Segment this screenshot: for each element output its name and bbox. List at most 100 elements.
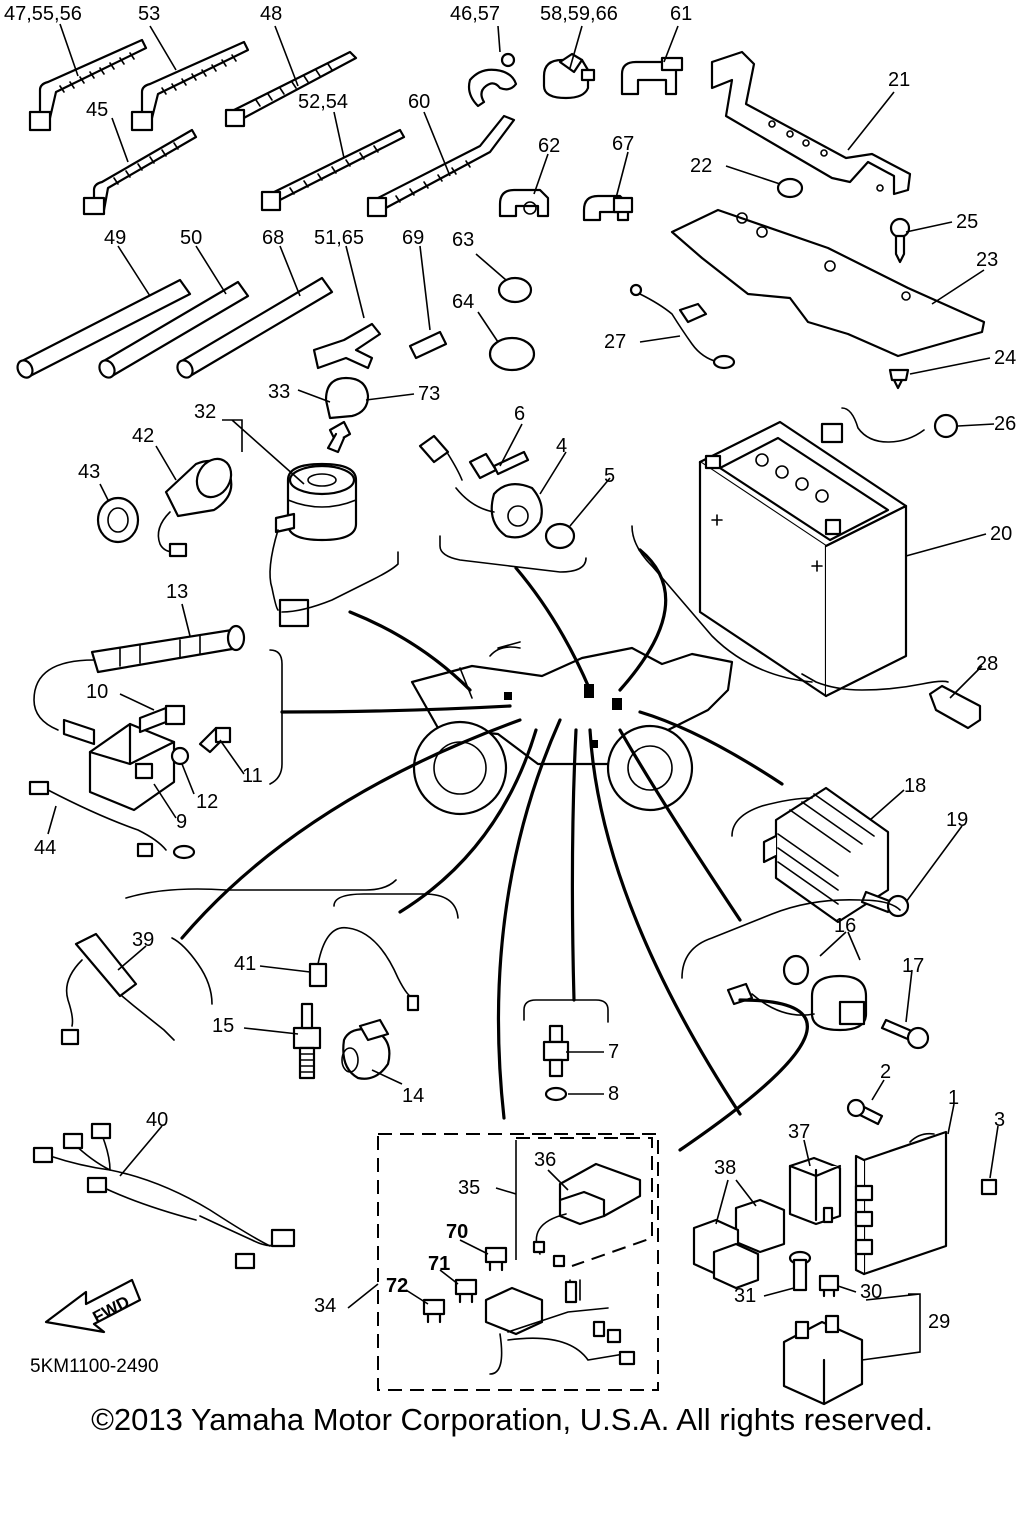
callout-37: 37 <box>788 1121 811 1143</box>
fuse-70 <box>484 1246 508 1272</box>
tube-joint-51-65 <box>312 322 382 370</box>
callout-41: 41 <box>234 953 257 975</box>
callout-10: 10 <box>86 681 109 703</box>
callout-3: 3 <box>994 1109 1006 1131</box>
wire-clip-67 <box>582 194 634 222</box>
lead-line-to-switch <box>348 610 472 692</box>
callout-73: 73 <box>418 383 441 405</box>
bracket-line <box>681 898 901 979</box>
callout-29: 29 <box>928 1311 951 1333</box>
callout-33: 33 <box>268 381 291 403</box>
bracket-21 <box>710 50 912 196</box>
lead-28 <box>801 673 982 730</box>
callout-11: 11 <box>242 765 263 787</box>
callout-16: 16 <box>834 915 857 937</box>
diagram-code: 5KM1100-2490 <box>30 1356 159 1377</box>
lead-44 <box>28 780 196 860</box>
callout-34: 34 <box>314 1295 337 1317</box>
callout-58-59-66: 58,59,66 <box>540 3 618 25</box>
lead-line-to-right-group <box>678 998 809 1152</box>
socket-42 <box>157 457 233 558</box>
cable-tie-47-55-56 <box>28 38 148 132</box>
ground-lead-27 <box>629 283 736 370</box>
washer-8 <box>544 1086 568 1102</box>
bracket-line <box>523 999 609 1023</box>
ignition-coil-9 <box>62 718 176 812</box>
callout-7: 7 <box>608 1041 620 1063</box>
o-ring-5 <box>544 522 576 550</box>
nut-3 <box>980 1178 998 1196</box>
spark-plug-15 <box>292 1002 322 1080</box>
thermo-sensor-39 <box>60 932 175 1046</box>
clip-24 <box>888 368 910 390</box>
callout-17: 17 <box>902 955 925 977</box>
cable-tie-53 <box>130 40 250 132</box>
lead-line-to-battery <box>618 548 668 692</box>
callout-22: 22 <box>690 155 713 177</box>
key-33-73 <box>324 376 370 454</box>
callout-18: 18 <box>904 775 927 797</box>
cable-tie-45 <box>82 128 198 216</box>
lead-line-to-fuse-box <box>496 718 562 1120</box>
o-ring-16 <box>782 954 810 986</box>
fuse-72 <box>422 1298 446 1324</box>
callout-51-65: 51,65 <box>314 227 365 249</box>
callout-13: 13 <box>166 581 189 603</box>
callout-1: 1 <box>948 1087 960 1109</box>
callout-64: 64 <box>452 291 475 313</box>
callout-23: 23 <box>976 249 999 271</box>
relay-38 <box>692 1198 786 1290</box>
callout-39: 39 <box>132 929 155 951</box>
callout-48: 48 <box>260 3 283 25</box>
callout-50: 50 <box>180 227 203 249</box>
wire-clip-62 <box>498 188 550 218</box>
callout-36: 36 <box>534 1149 557 1171</box>
screw-25 <box>889 217 911 264</box>
battery-vent-26 <box>820 407 959 444</box>
callout-70: 70 <box>446 1221 469 1243</box>
switch-14 <box>341 1018 391 1080</box>
copyright-footer: ©2013 Yamaha Motor Corporation, U.S.A. A… <box>91 1402 933 1437</box>
callout-20: 20 <box>990 523 1013 545</box>
callout-21: 21 <box>888 69 911 91</box>
callout-15: 15 <box>212 1015 235 1037</box>
callout-32: 32 <box>194 401 217 423</box>
bolt-31 <box>788 1250 812 1292</box>
callout-24: 24 <box>994 347 1017 369</box>
bracket-line <box>439 535 587 573</box>
cable-tie-60 <box>366 114 516 218</box>
rectifier-regulator-18 <box>762 786 890 924</box>
callout-42: 42 <box>132 425 155 447</box>
lead-line-to-sensor-39 <box>180 718 522 940</box>
lead-line-to-neutral <box>570 728 578 1002</box>
fwd-arrow-icon <box>44 1278 142 1334</box>
callout-68: 68 <box>262 227 285 249</box>
cover-43 <box>96 496 140 544</box>
lead-line-to-plug <box>398 728 538 914</box>
callout-4: 4 <box>556 435 568 457</box>
callout-31: 31 <box>734 1285 757 1307</box>
lead-line-to-ignition <box>280 704 512 714</box>
relay-16 <box>726 974 868 1032</box>
o-ring-63 <box>497 276 533 304</box>
cable-tie-48 <box>224 50 358 128</box>
lead-line-to-sensor <box>514 566 592 692</box>
wire-harness-40 <box>32 1122 296 1270</box>
bracket-line <box>631 525 813 683</box>
o-ring-64 <box>488 336 536 372</box>
callout-49: 49 <box>104 227 127 249</box>
callout-9: 9 <box>176 811 188 833</box>
callout-72: 72 <box>386 1275 409 1297</box>
starter-relay-29 <box>782 1314 864 1406</box>
callout-67: 67 <box>612 133 635 155</box>
sensor-4 <box>418 434 543 539</box>
bracket-line <box>269 649 283 785</box>
seat-cover-23 <box>670 208 986 358</box>
bolt-2 <box>846 1098 884 1126</box>
callout-45: 45 <box>86 99 109 121</box>
callout-60: 60 <box>408 91 431 113</box>
bracket-line <box>333 893 459 919</box>
callout-19: 19 <box>946 809 969 831</box>
